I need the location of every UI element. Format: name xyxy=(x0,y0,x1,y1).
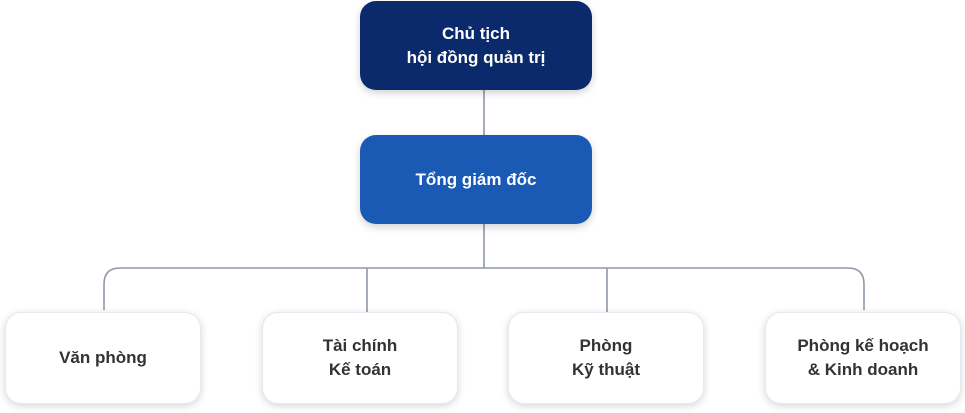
department-technical-node[interactable]: Phòng Kỹ thuật xyxy=(508,312,704,404)
department-office-label: Văn phòng xyxy=(59,348,147,367)
ceo-node[interactable]: Tổng giám đốc xyxy=(360,135,592,224)
chairman-label: Chủ tịch hội đồng quản trị xyxy=(406,23,546,67)
department-planning-business-label: Phòng kế hoạch & Kinh doanh xyxy=(797,336,929,379)
department-technical-label: Phòng Kỹ thuật xyxy=(572,336,640,379)
department-office-node[interactable]: Văn phòng xyxy=(5,312,201,404)
department-planning-business-node[interactable]: Phòng kế hoạch & Kinh doanh xyxy=(765,312,961,404)
connector-bus xyxy=(103,267,865,310)
chairman-node[interactable]: Chủ tịch hội đồng quản trị xyxy=(360,1,592,90)
ceo-label: Tổng giám đốc xyxy=(415,169,537,189)
department-finance-accounting-node[interactable]: Tài chính Kế toán xyxy=(262,312,458,404)
department-finance-accounting-label: Tài chính Kế toán xyxy=(322,336,398,379)
